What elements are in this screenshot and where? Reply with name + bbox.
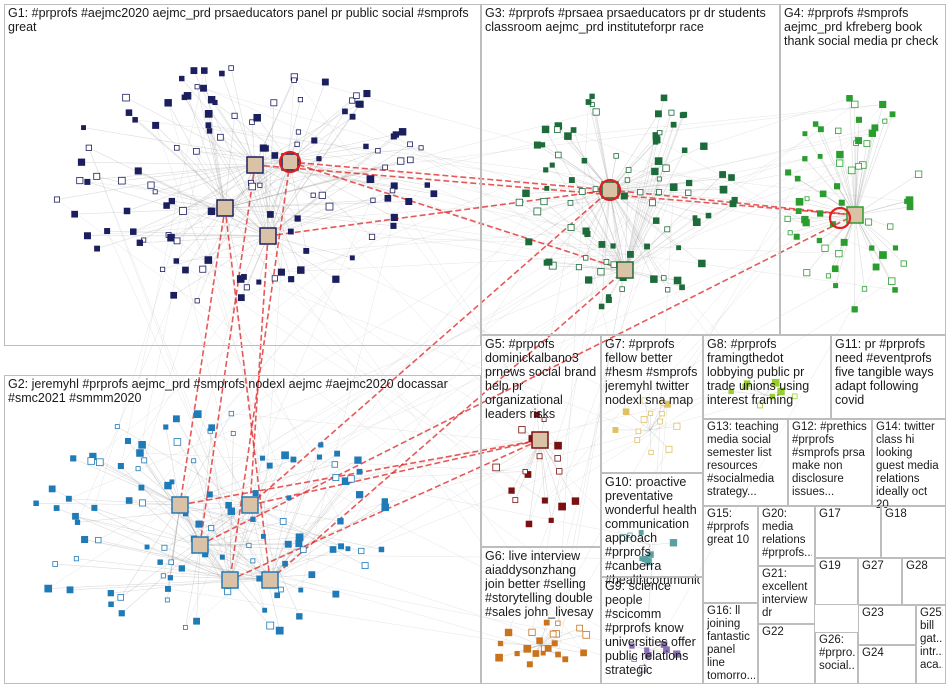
group-g12[interactable]: G12: #prethics #prprofs #smprofs prsa ma… [788, 419, 872, 506]
group-g22-label: G22 [762, 626, 812, 639]
group-g12-label: G12: #prethics #prprofs #smprofs prsa ma… [792, 421, 869, 499]
group-g26-label: G26: #prpro... social... [819, 634, 855, 673]
group-g18-label: G18 [885, 508, 943, 521]
group-g15[interactable]: G15: #prprofs great 10 [703, 506, 758, 603]
group-g14-label: G14: twitter class hi looking guest medi… [876, 421, 943, 512]
group-g23[interactable]: G23 [858, 605, 916, 645]
group-g16-label: G16: ll joining fantastic panel line tom… [707, 605, 755, 683]
group-g13-label: G13: teaching media social semester list… [707, 421, 785, 499]
group-g9[interactable]: G9: science people #scicomm #prprofs kno… [601, 577, 703, 684]
group-g5-label: G5: #prprofs dominickalbano3 prnews soci… [485, 337, 598, 421]
group-g10[interactable]: G10: proactive preventative wonderful he… [601, 473, 703, 577]
group-g28[interactable]: G28 [902, 558, 946, 605]
group-g2[interactable]: G2: jeremyhl #prprofs aejmc_prd #smprofs… [4, 375, 481, 684]
group-g17[interactable]: G17 [815, 506, 881, 558]
group-g11[interactable]: G11: pr #prprofs need #eventprofs five t… [831, 335, 946, 419]
group-g18[interactable]: G18 [881, 506, 946, 558]
group-g7-label: G7: #prprofs fellow better #hesm #smprof… [605, 337, 700, 407]
group-g3-label: G3: #prprofs #prsaea prsaeducators pr dr… [485, 6, 777, 34]
group-g5[interactable]: G5: #prprofs dominickalbano3 prnews soci… [481, 335, 601, 547]
group-g8[interactable]: G8: #prprofs framingthedot lobbying publ… [703, 335, 831, 419]
group-g24-label: G24 [862, 647, 913, 660]
group-g21[interactable]: G21: excellent interview dr [758, 566, 815, 624]
group-g14[interactable]: G14: twitter class hi looking guest medi… [872, 419, 946, 506]
group-g20[interactable]: G20: media relations #prprofs... [758, 506, 815, 566]
group-g4[interactable]: G4: #prprofs #smprofs aejmc_prd kfreberg… [780, 4, 946, 335]
group-g7[interactable]: G7: #prprofs fellow better #hesm #smprof… [601, 335, 703, 473]
group-g25-label: G25: bill gat... intr... aca... [920, 607, 943, 672]
group-g11-label: G11: pr #prprofs need #eventprofs five t… [835, 337, 943, 407]
group-g28-label: G28 [906, 560, 943, 573]
group-g22[interactable]: G22 [758, 624, 815, 684]
group-g24[interactable]: G24 [858, 645, 916, 684]
group-g21-label: G21: excellent interview dr [762, 568, 812, 620]
group-g15-label: G15: #prprofs great 10 [707, 508, 755, 547]
group-g25[interactable]: G25: bill gat... intr... aca... [916, 605, 946, 684]
group-g16[interactable]: G16: ll joining fantastic panel line tom… [703, 603, 758, 684]
group-g27-label: G27 [862, 560, 899, 573]
group-g17-label: G17 [819, 508, 878, 521]
group-g6-label: G6: live interview aiaddysonzhang join b… [485, 549, 598, 619]
group-g4-label: G4: #prprofs #smprofs aejmc_prd kfreberg… [784, 6, 943, 48]
group-g1-label: G1: #prprofs #aejmc2020 aejmc_prd prsaed… [8, 6, 478, 34]
group-g10-label: G10: proactive preventative wonderful he… [605, 475, 700, 587]
group-g8-label: G8: #prprofs framingthedot lobbying publ… [707, 337, 828, 407]
group-g13[interactable]: G13: teaching media social semester list… [703, 419, 788, 506]
group-g23-label: G23 [862, 607, 913, 620]
group-g19[interactable]: G19 [815, 558, 858, 605]
group-g26[interactable]: G26: #prpro... social... [815, 632, 858, 684]
group-g3[interactable]: G3: #prprofs #prsaea prsaeducators pr dr… [481, 4, 780, 335]
group-g27[interactable]: G27 [858, 558, 902, 605]
group-g6[interactable]: G6: live interview aiaddysonzhang join b… [481, 547, 601, 684]
group-g20-label: G20: media relations #prprofs... [762, 508, 812, 560]
group-g19-label: G19 [819, 560, 855, 573]
group-g9-label: G9: science people #scicomm #prprofs kno… [605, 579, 700, 677]
group-g1[interactable]: G1: #prprofs #aejmc2020 aejmc_prd prsaed… [4, 4, 481, 346]
group-g2-label: G2: jeremyhl #prprofs aejmc_prd #smprofs… [8, 377, 478, 405]
